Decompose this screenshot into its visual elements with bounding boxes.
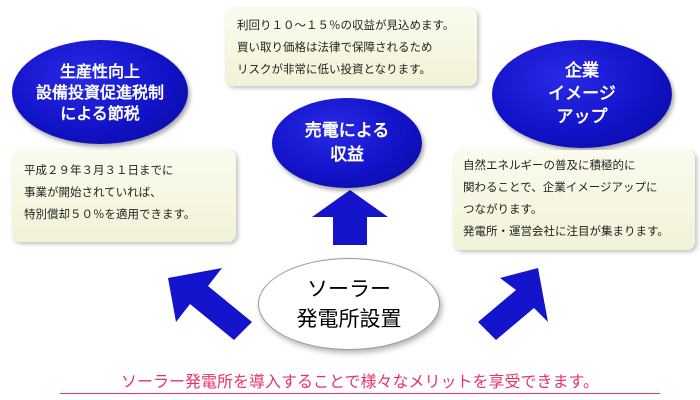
image-note: 自然エネルギーの普及に積極的に 関わることで、企業イメージアップに つながります… [453, 150, 695, 250]
image-note-line-1: 自然エネルギーの普及に積極的に [463, 158, 636, 172]
corporate-image-line-2: イメージ [548, 83, 616, 104]
solar-plant-oval: ソーラー 発電所設置 [258, 258, 440, 350]
corporate-image-line-1: 企業 [564, 60, 599, 81]
up-left-arrow [168, 268, 252, 340]
solar-plant-line-1: ソーラー [307, 277, 391, 301]
depreciation-note-line-1: 平成２９年３月３１日までに [24, 163, 174, 177]
image-note-line-3: つながります。 [463, 202, 543, 216]
image-note-line-2: 関わることで、企業イメージアップに [463, 180, 658, 194]
corporate-image-oval: 企業 イメージ アップ [492, 40, 672, 148]
power-sales-line-2: 収益 [330, 145, 364, 165]
benefits-caption: ソーラー発電所を導入することで様々なメリットを享受できます。 [60, 368, 660, 394]
tax-saving-line-1: 生産性向上 [59, 61, 140, 81]
depreciation-note: 平成２９年３月３１日までに 事業が開始されていれば、 特別償却５０％を適用できま… [12, 150, 236, 242]
power-sales-line-1: 売電による [304, 121, 390, 141]
yield-note: 利回り１０～１５％の収益が見込めます。 買い取り価格は法律で保障されるため リス… [225, 8, 477, 86]
depreciation-note-line-2: 事業が開始されていれば、 [24, 185, 162, 199]
image-note-line-4: 発電所・運営会社に注目が集まります。 [463, 224, 669, 238]
up-right-arrow [478, 268, 548, 340]
tax-saving-line-3: による節税 [60, 103, 140, 123]
yield-note-line-1: 利回り１０～１５％の収益が見込めます。 [237, 18, 455, 32]
solar-plant-line-2: 発電所設置 [296, 307, 402, 331]
power-sales-oval: 売電による 収益 [272, 98, 422, 188]
tax-saving-oval: 生産性向上 設備投資促進税制 による節税 [12, 40, 188, 144]
yield-note-line-3: リスクが非常に低い投資となります。 [237, 62, 432, 76]
up-arrow [312, 190, 388, 245]
tax-saving-line-2: 設備投資促進税制 [35, 82, 164, 102]
depreciation-note-line-3: 特別償却５０％を適用できます。 [24, 207, 196, 221]
corporate-image-line-3: アップ [556, 106, 608, 127]
yield-note-line-2: 買い取り価格は法律で保障されるため [237, 40, 433, 54]
